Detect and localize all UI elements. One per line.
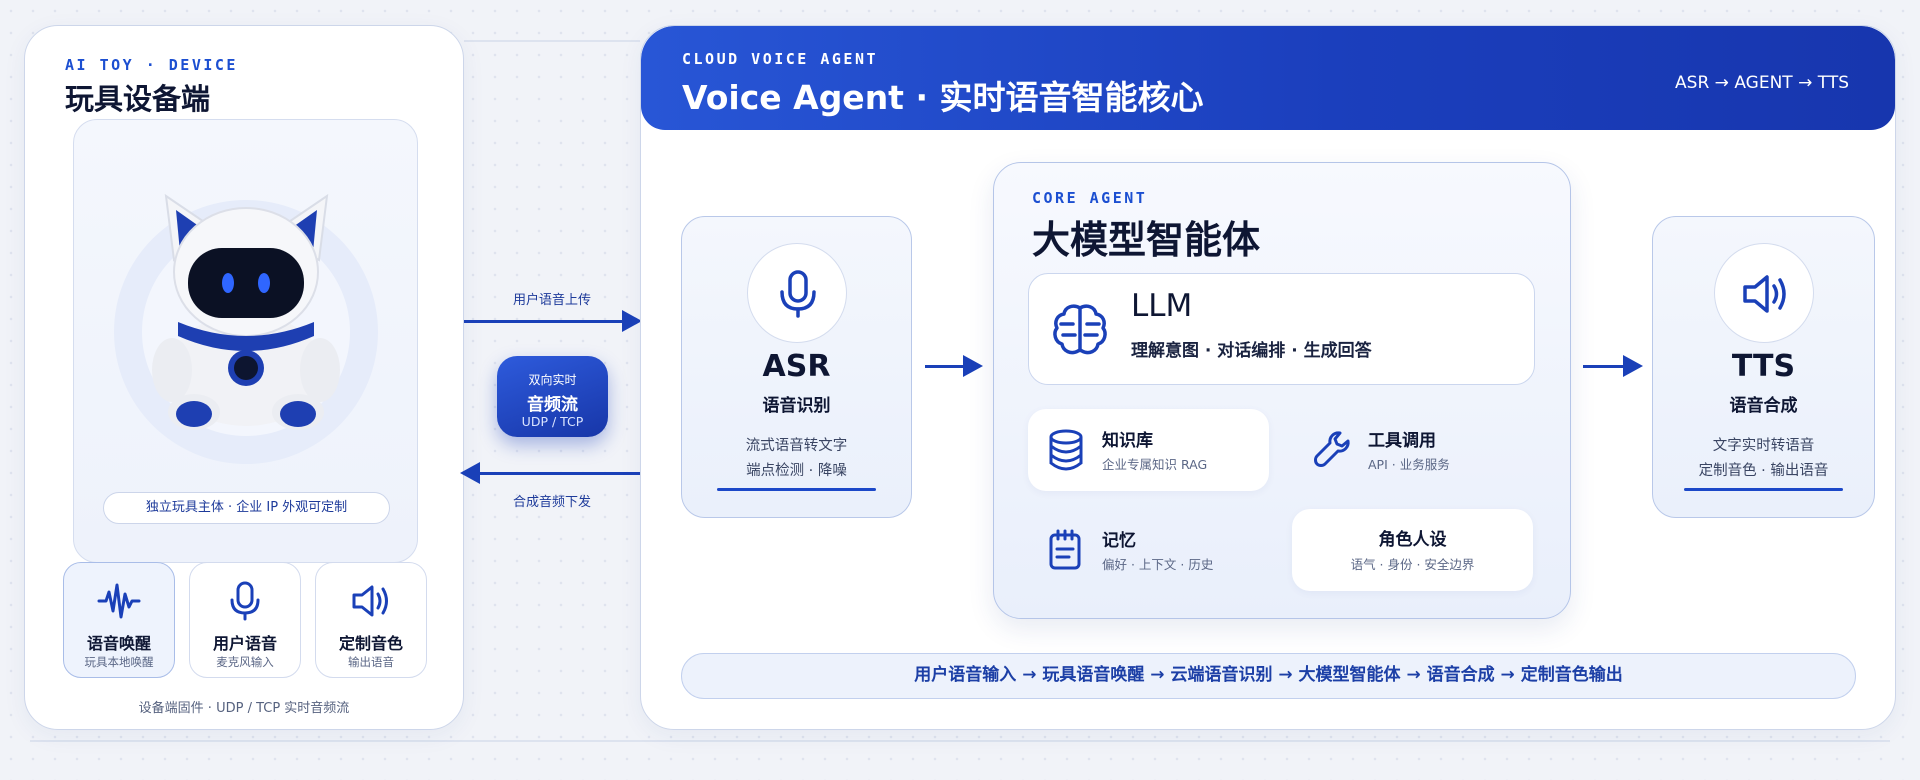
- core-kicker: CORE AGENT: [1032, 189, 1148, 207]
- tts-card[interactable]: TTS 语音合成 文字实时转语音 定制音色 · 输出语音: [1652, 216, 1875, 518]
- persona-subtitle: 语气 · 身份 · 安全边界: [1350, 557, 1475, 572]
- asr-card[interactable]: ASR 语音识别 流式语音转文字 端点检测 · 降噪: [681, 216, 912, 518]
- knowledge-base-card[interactable]: 知识库 企业专属知识 RAG: [1028, 409, 1269, 491]
- flow-banner: 用户语音输入 → 玩具语音唤醒 → 云端语音识别 → 大模型智能体 → 语音合成…: [681, 653, 1856, 699]
- background-guide-bottom: [30, 740, 1890, 742]
- cloud-kicker: CLOUD VOICE AGENT: [682, 50, 879, 68]
- tool-calling-subtitle: API · 业务服务: [1368, 457, 1450, 472]
- memory-subtitle: 偏好 · 上下文 · 历史: [1102, 557, 1214, 572]
- asr-accent-bar: [717, 488, 876, 491]
- feature-subtitle: 麦克风输入: [216, 655, 274, 669]
- download-label: 合成音频下发: [512, 495, 591, 510]
- stream-badge-line3: UDP / TCP: [521, 414, 584, 429]
- asr-icon-circle: [747, 243, 847, 343]
- microphone-icon: [780, 270, 816, 318]
- tool-calling-title: 工具调用: [1368, 431, 1436, 451]
- stream-badge: 双向实时 音频流 UDP / TCP: [497, 356, 608, 437]
- feature-card-timbre[interactable]: 定制音色 输出语音: [315, 562, 427, 678]
- cloud-panel: CLOUD VOICE AGENT Voice Agent · 实时语音智能核心…: [640, 25, 1896, 730]
- tts-title: TTS: [1731, 349, 1796, 384]
- download-arrow-head: [460, 462, 480, 484]
- cloud-header: CLOUD VOICE AGENT Voice Agent · 实时语音智能核心…: [641, 26, 1895, 130]
- device-kicker: AI TOY · DEVICE: [65, 56, 238, 74]
- tool-calling-card[interactable]: 工具调用 API · 业务服务: [1294, 409, 1535, 491]
- wrench-icon: [1314, 431, 1350, 467]
- asr-line1: 流式语音转文字: [745, 438, 848, 454]
- background-guide-top: [464, 40, 640, 42]
- llm-box[interactable]: LLM 理解意图 · 对话编排 · 生成回答: [1028, 273, 1535, 385]
- tts-accent-bar: [1684, 488, 1843, 491]
- feature-subtitle: 玩具本地唤醒: [84, 655, 154, 669]
- upload-label: 用户语音上传: [512, 293, 591, 308]
- asr-line2: 端点检测 · 降噪: [746, 463, 847, 479]
- persona-title: 角色人设: [1378, 530, 1447, 550]
- asr-to-core-arrow-head: [963, 355, 983, 377]
- feature-subtitle: 输出语音: [348, 655, 394, 669]
- download-arrow-line: [478, 472, 640, 475]
- database-icon: [1049, 429, 1083, 471]
- cloud-pipeline: ASR → AGENT → TTS: [1675, 73, 1849, 93]
- device-footer: 设备端固件 · UDP / TCP 实时音频流: [138, 701, 350, 716]
- toy-card: 独立玩具主体 · 企业 IP 外观可定制: [73, 119, 418, 563]
- llm-subtitle: 理解意图 · 对话编排 · 生成回答: [1131, 341, 1372, 361]
- core-title: 大模型智能体: [1032, 218, 1261, 262]
- notepad-icon: [1049, 529, 1081, 570]
- device-title: 玩具设备端: [65, 82, 211, 116]
- stream-badge-line1: 双向实时: [528, 373, 577, 387]
- asr-subtitle: 语音识别: [762, 396, 831, 416]
- asr-title: ASR: [762, 349, 831, 384]
- feature-title: 定制音色: [338, 634, 403, 653]
- waveform-icon: [64, 581, 174, 621]
- llm-title: LLM: [1131, 288, 1193, 324]
- core-to-tts-arrow-head: [1623, 355, 1643, 377]
- feature-card-voice[interactable]: 用户语音 麦克风输入: [189, 562, 301, 678]
- cloud-title: Voice Agent · 实时语音智能核心: [682, 78, 1204, 117]
- microphone-icon: [190, 581, 300, 621]
- tts-line2: 定制音色 · 输出语音: [1698, 463, 1829, 479]
- tts-line1: 文字实时转语音: [1712, 438, 1815, 454]
- feature-title: 语音唤醒: [86, 634, 151, 653]
- speaker-icon: [1743, 275, 1786, 313]
- memory-card[interactable]: 记忆 偏好 · 上下文 · 历史: [1028, 509, 1269, 591]
- asr-to-core-arrow-line: [925, 365, 967, 368]
- robot-toy-icon: [152, 193, 340, 430]
- speaker-icon: [316, 581, 426, 621]
- feature-card-wake[interactable]: 语音唤醒 玩具本地唤醒: [63, 562, 175, 678]
- stream-badge-line2: 音频流: [527, 395, 578, 415]
- core-agent-card: CORE AGENT 大模型智能体 LLM 理解意图 · 对话编排 · 生成回答…: [993, 162, 1571, 619]
- tts-subtitle: 语音合成: [1729, 396, 1798, 416]
- knowledge-base-title: 知识库: [1102, 431, 1153, 451]
- knowledge-base-subtitle: 企业专属知识 RAG: [1102, 457, 1208, 472]
- tts-icon-circle: [1714, 243, 1814, 343]
- upload-arrow-head: [622, 310, 642, 332]
- feature-title: 用户语音: [212, 634, 277, 653]
- toy-caption: 独立玩具主体 · 企业 IP 外观可定制: [103, 492, 390, 524]
- core-to-tts-arrow-line: [1583, 365, 1627, 368]
- upload-arrow-line: [464, 320, 626, 323]
- persona-card[interactable]: 角色人设 语气 · 身份 · 安全边界: [1292, 509, 1533, 591]
- device-panel: AI TOY · DEVICE 玩具设备端: [24, 25, 464, 730]
- brain-icon: [1053, 304, 1107, 355]
- memory-title: 记忆: [1102, 531, 1136, 551]
